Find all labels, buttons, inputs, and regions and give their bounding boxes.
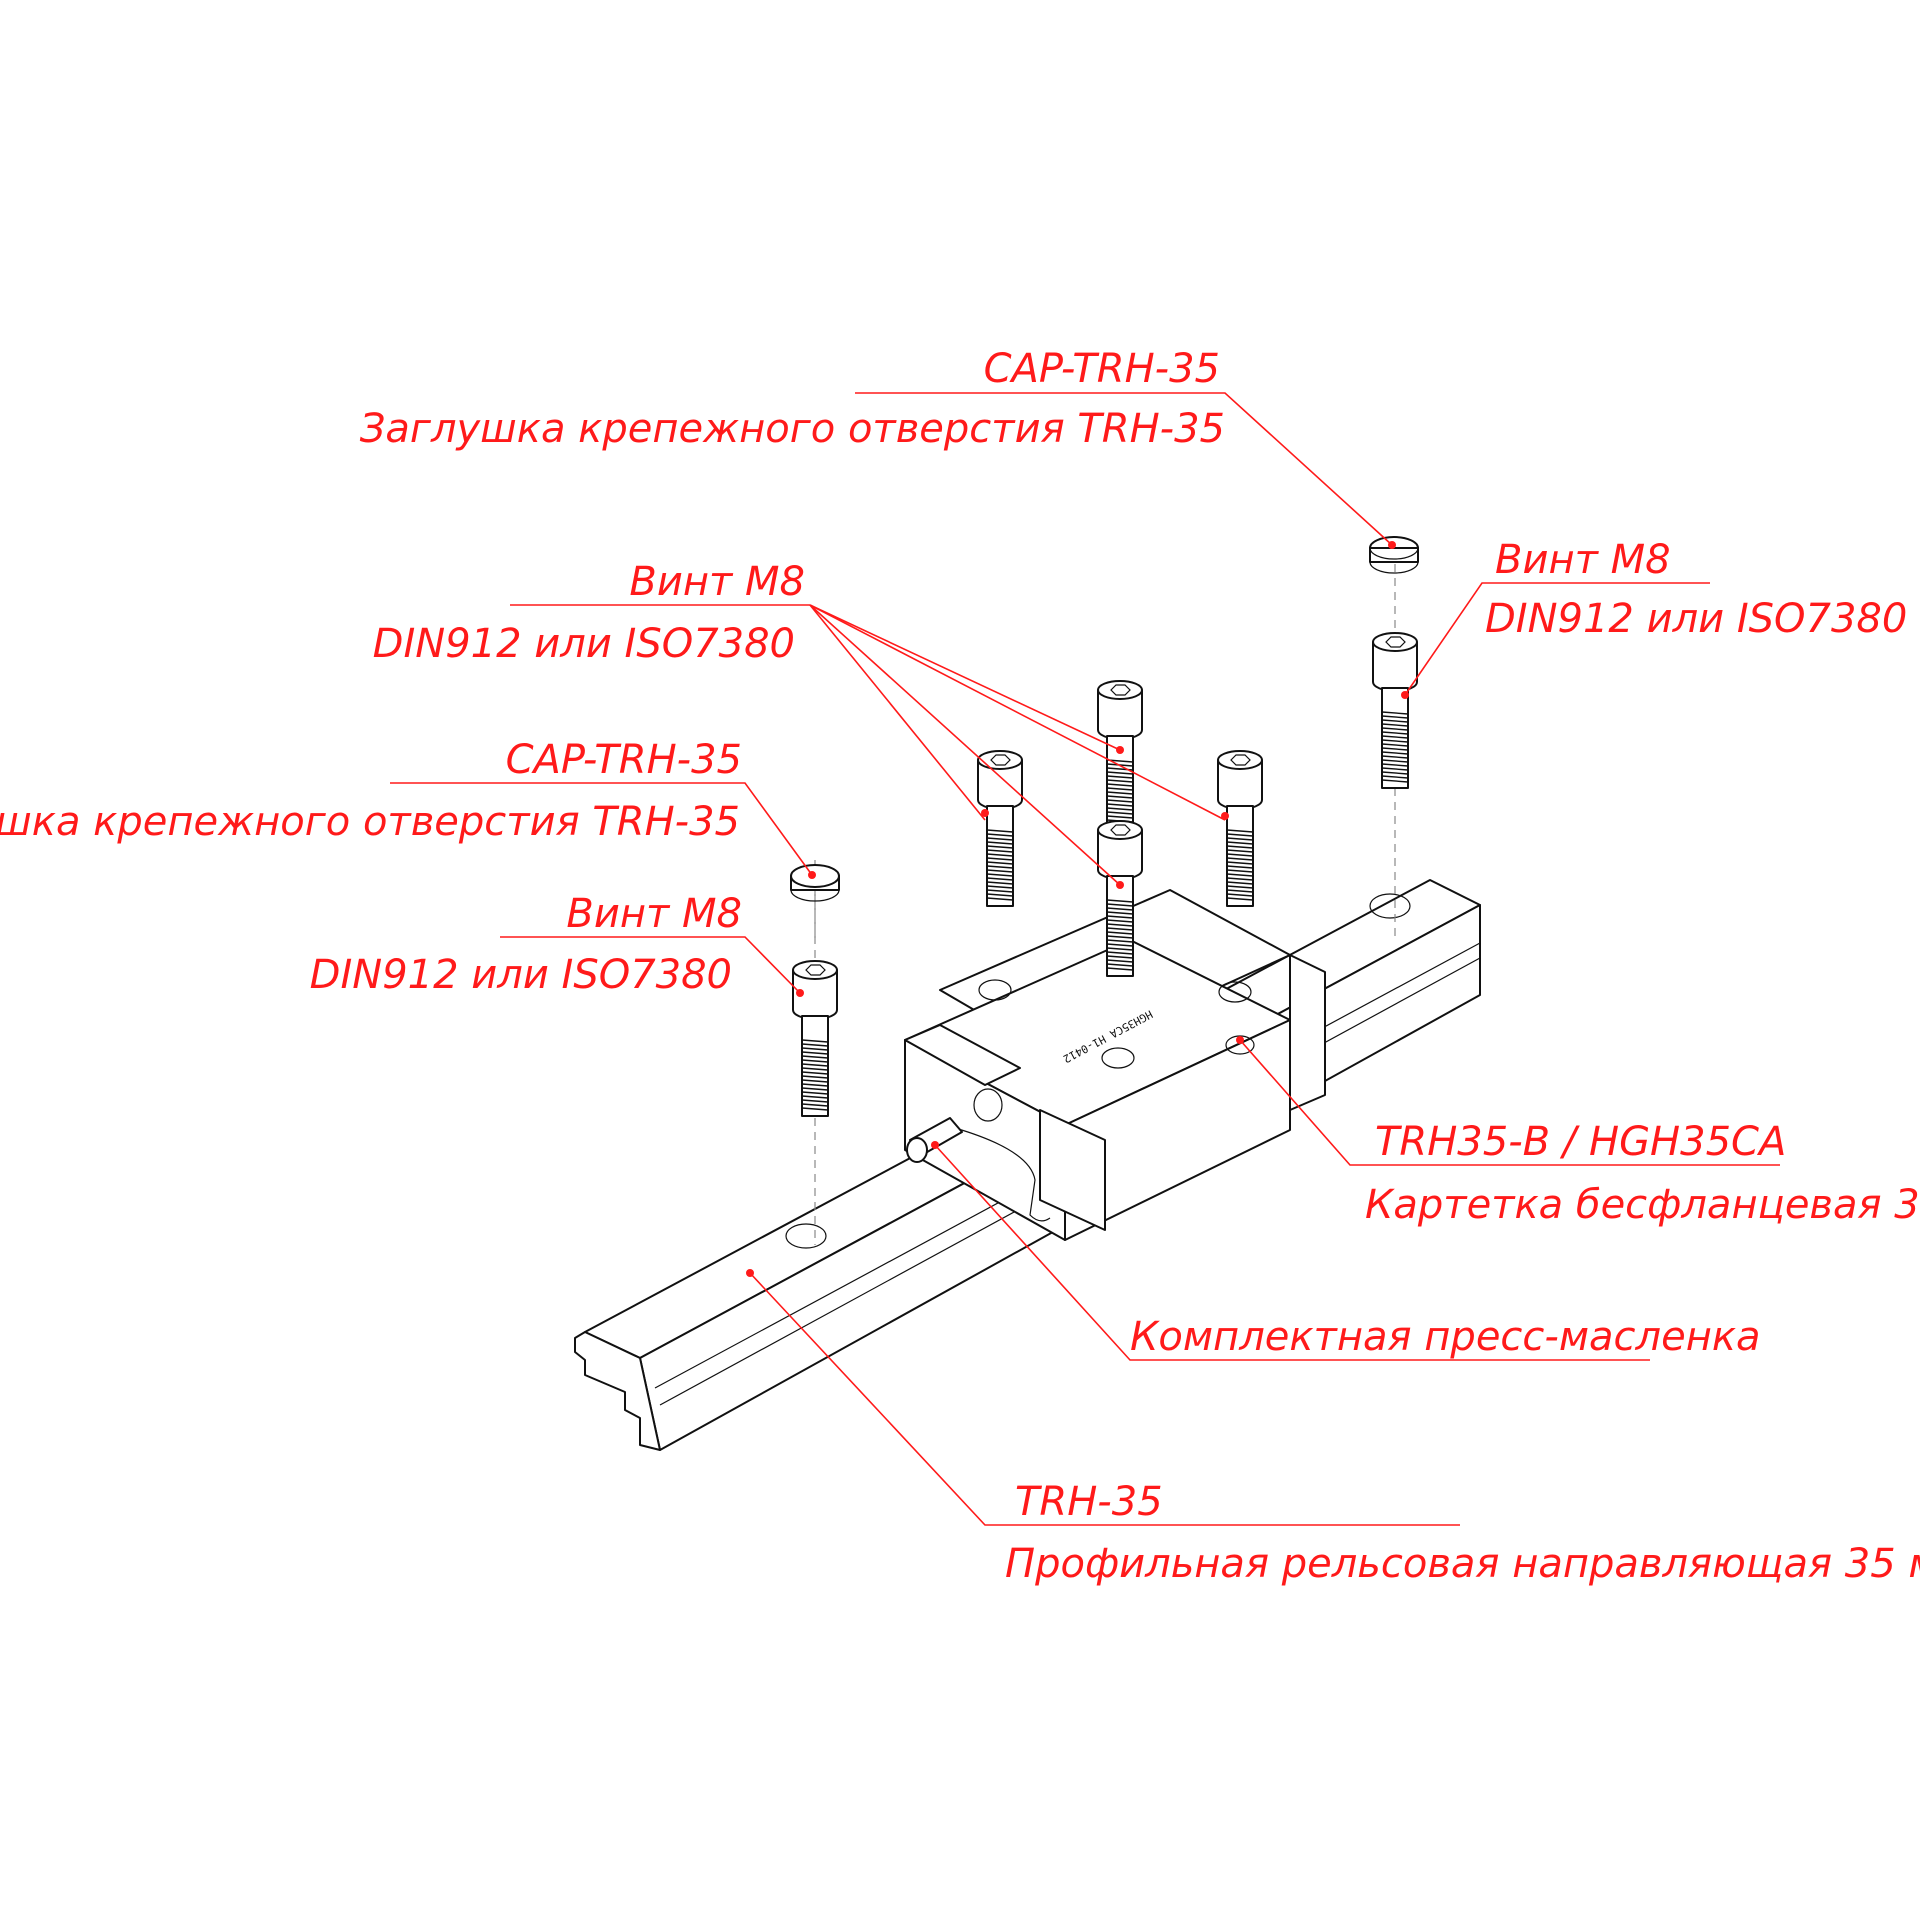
screw-left-icon: [792, 960, 838, 1117]
rail-desc: Профильная рельсовая направляющая 35 мм: [1005, 1541, 1920, 1587]
screw-right-desc: DIN912 или ISO7380: [1485, 596, 1907, 642]
cap-left-desc: Заглушка крепежного отверстия TRH-35: [0, 799, 740, 845]
screw-right-icon: [1372, 632, 1418, 789]
cap-left-code: CAP-TRH-35: [506, 737, 742, 783]
screw-left-desc: DIN912 или ISO7380: [310, 952, 732, 998]
cap-top: [1369, 536, 1419, 574]
carriage-desc: Картетка бесфланцевая 35 мм: [1365, 1182, 1920, 1228]
leader-lines: [390, 392, 1780, 1526]
carriage-code: TRH35-B / HGH35CA: [1375, 1119, 1786, 1165]
screw-left-code: Винт М8: [566, 891, 742, 937]
screw-center-front-icon: [1097, 820, 1143, 977]
screws: [792, 632, 1418, 1117]
carriage-block: HGH35CA H1-0412: [904, 889, 1326, 1241]
grease-label: Комплектная пресс-масленка: [1130, 1314, 1761, 1360]
screw-center-code: Винт М8: [629, 559, 805, 605]
screw-center-desc: DIN912 или ISO7380: [373, 621, 795, 667]
screw-right-code: Винт М8: [1495, 537, 1671, 583]
screw-center-right-icon: [1217, 750, 1263, 907]
grease-nipple: [906, 1117, 963, 1163]
labels: CAP-TRH-35 Заглушка крепежного отверстия…: [0, 346, 1920, 1587]
rail-code: TRH-35: [1015, 1479, 1163, 1525]
cap-top-code: CAP-TRH-35: [984, 346, 1220, 392]
screw-center-left-icon: [977, 750, 1023, 907]
screw-center-back-icon: [1097, 680, 1143, 837]
cap-top-desc: Заглушка крепежного отверстия TRH-35: [360, 406, 1225, 452]
